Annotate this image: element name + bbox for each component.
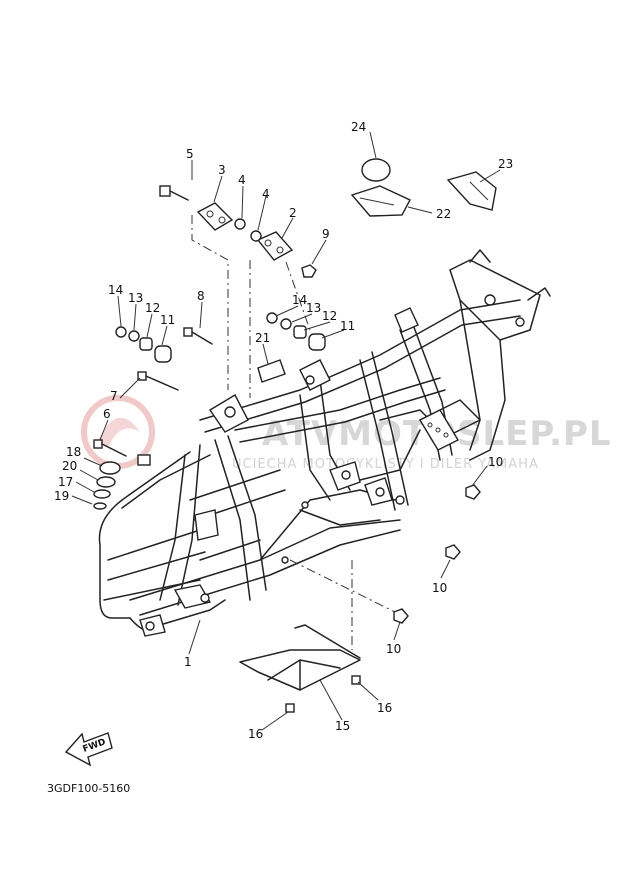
callout-18: 18 (66, 445, 81, 459)
callout-15: 15 (335, 719, 350, 733)
callout-20: 20 (62, 459, 77, 473)
bushing-part-11a (154, 345, 172, 363)
nut-part-10c (393, 608, 409, 624)
callout-labels: 5 3 4 4 2 9 14 13 12 11 8 14 13 12 11 21… (54, 120, 513, 741)
callout-13b: 13 (306, 301, 321, 315)
callout-14b: 14 (292, 293, 307, 307)
bushing-part-11b (308, 333, 326, 351)
washer-part-17 (93, 489, 111, 499)
callout-10b: 10 (432, 581, 447, 595)
callout-14a: 14 (108, 283, 123, 297)
nut-part-10b (445, 544, 461, 560)
cap-part-24 (361, 158, 391, 182)
nut-part-14a (115, 326, 127, 338)
tool-part-23 (446, 171, 497, 211)
callout-19: 19 (54, 489, 69, 503)
collar-part-6b (137, 454, 151, 466)
nut-part-10a (465, 484, 481, 500)
callout-21: 21 (255, 331, 270, 345)
callout-16b: 16 (248, 727, 263, 741)
bolt-part-6 (93, 439, 127, 457)
callout-22: 22 (436, 207, 451, 221)
callout-16a: 16 (377, 701, 392, 715)
bolt-part-16b (285, 703, 295, 713)
callout-5: 5 (186, 147, 194, 161)
bracket-part-3 (196, 202, 234, 231)
washer-part-13a (128, 330, 140, 342)
collar-part-4a (234, 218, 246, 230)
callout-9: 9 (322, 227, 330, 241)
nut-part-14b (266, 312, 278, 324)
callout-11b: 11 (340, 319, 355, 333)
bolt-part-5 (159, 185, 189, 201)
callout-11a: 11 (160, 313, 175, 327)
callout-12a: 12 (145, 301, 160, 315)
callout-7: 7 (110, 389, 118, 403)
skid-bracket-part-15 (239, 624, 361, 691)
callout-4a: 4 (238, 173, 246, 187)
callout-13a: 13 (128, 291, 143, 305)
callout-6: 6 (103, 407, 111, 421)
collar-part-4b (250, 230, 262, 242)
label-part-21 (257, 359, 286, 383)
callout-8: 8 (197, 289, 205, 303)
callout-2: 2 (289, 206, 297, 220)
bolt-part-7 (137, 371, 179, 391)
collar-part-12a (139, 337, 153, 351)
bolt-part-8 (183, 327, 213, 345)
callout-17: 17 (58, 475, 73, 489)
bolt-part-16a (351, 675, 361, 685)
washer-part-13b (280, 318, 292, 330)
watermark: ATVMOTOSLEP.PL UCIECHA MOTOCYKLISTY I DI… (81, 395, 611, 472)
callout-23: 23 (498, 157, 513, 171)
callout-4b: 4 (262, 187, 270, 201)
callout-24: 24 (351, 120, 366, 134)
callout-12b: 12 (322, 309, 337, 323)
callout-10c: 10 (386, 642, 401, 656)
callout-1: 1 (184, 655, 192, 669)
collar-part-12b (293, 325, 307, 339)
nut-part-19 (93, 502, 107, 510)
tool-bag-part-22 (350, 185, 411, 217)
frame-assembly (98, 249, 551, 637)
damper-part-20 (96, 476, 116, 488)
fwd-arrow-icon: FWD (64, 732, 113, 767)
damper-part-18 (99, 461, 121, 475)
diagram-code: 3GDF100-5160 (47, 782, 130, 795)
callout-10a: 10 (488, 455, 503, 469)
bracket-part-2 (256, 231, 294, 261)
nut-part-9 (301, 264, 317, 278)
callout-3: 3 (218, 163, 226, 177)
